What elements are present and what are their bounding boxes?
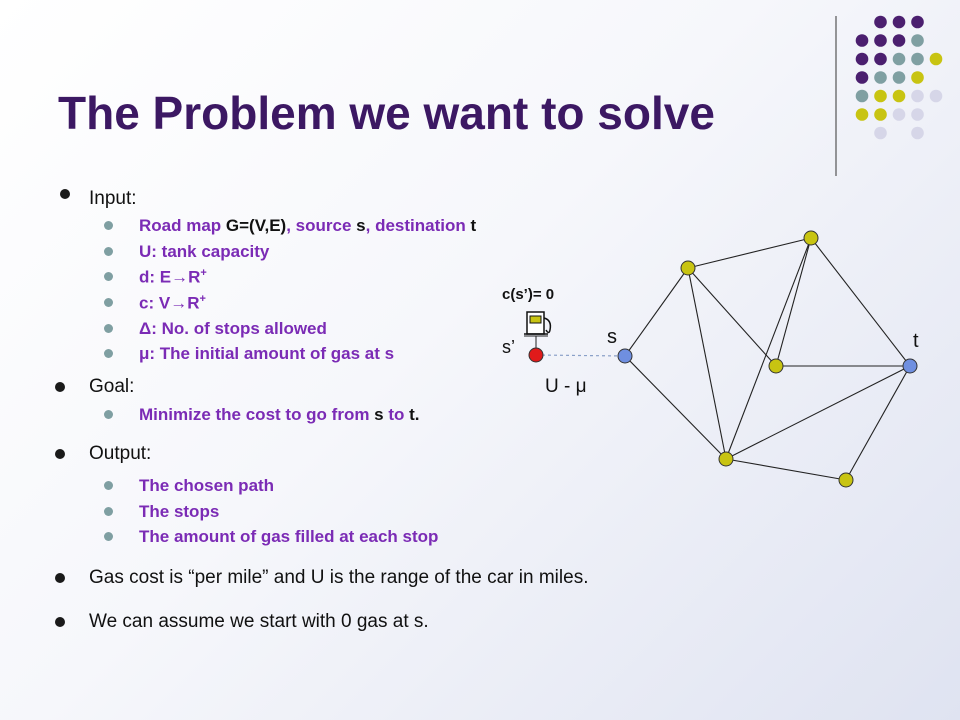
node bbox=[718, 451, 734, 467]
bullet-dot bbox=[60, 189, 70, 199]
sub-bullet-dot bbox=[104, 349, 113, 358]
decor-dot bbox=[911, 34, 924, 47]
sub-bullet-dot bbox=[104, 507, 113, 516]
bullet-dot bbox=[55, 382, 65, 392]
edge bbox=[775, 237, 812, 367]
node bbox=[768, 358, 784, 374]
graph-edges bbox=[624, 237, 911, 481]
decor-dot bbox=[874, 108, 887, 121]
output-label: Output: bbox=[89, 443, 152, 464]
decor-dot bbox=[911, 71, 924, 84]
decor-dot bbox=[911, 15, 924, 29]
edge bbox=[725, 237, 812, 460]
input-item-initial-gas: μ: The initial amount of gas at s bbox=[139, 344, 395, 363]
decor-dot bbox=[892, 15, 906, 29]
s-label: s bbox=[607, 326, 617, 348]
edge bbox=[624, 355, 727, 460]
node bbox=[680, 260, 696, 276]
sub-bullet-dot bbox=[104, 247, 113, 256]
decor-dot bbox=[892, 89, 906, 103]
decor-dot bbox=[874, 126, 887, 140]
decor-dot bbox=[929, 52, 943, 66]
decor-dot bbox=[874, 15, 887, 29]
gas-pump-icon bbox=[524, 311, 552, 335]
edge bbox=[845, 365, 911, 481]
slide-title: The Problem we want to solve bbox=[58, 87, 715, 139]
node bbox=[803, 230, 819, 246]
input-item-cost: c: V→R+ bbox=[139, 293, 206, 313]
edge bbox=[725, 458, 847, 481]
start-text: We can assume we start with 0 gas at s. bbox=[89, 611, 429, 632]
decor-dot bbox=[911, 89, 924, 103]
goal-item: Minimize the cost to go from s to t. bbox=[139, 405, 420, 424]
edge bbox=[624, 267, 689, 357]
t-label: t bbox=[913, 330, 919, 352]
decor-dot bbox=[874, 71, 887, 84]
sub-bullet-dot bbox=[104, 272, 113, 281]
edge bbox=[687, 267, 777, 367]
decorative-dot-grid bbox=[835, 15, 943, 176]
sub-bullet-dot bbox=[104, 298, 113, 307]
edge bbox=[810, 237, 911, 367]
input-item-stops: Δ: No. of stops allowed bbox=[139, 319, 327, 338]
sub-bullet-dot bbox=[104, 221, 113, 230]
decor-dot bbox=[874, 89, 887, 103]
output-item-stops: The stops bbox=[139, 502, 220, 521]
graph-nodes bbox=[528, 230, 918, 488]
sub-bullet-dot bbox=[104, 532, 113, 541]
decor-dot bbox=[874, 52, 887, 66]
decor-dot bbox=[911, 108, 924, 121]
bullet-dot bbox=[55, 573, 65, 583]
edge bbox=[687, 267, 727, 460]
input-label: Input: bbox=[89, 188, 137, 209]
decor-dot bbox=[892, 108, 906, 121]
sub-bullet-dot bbox=[104, 410, 113, 419]
node-s bbox=[617, 348, 633, 364]
node-s-prime bbox=[528, 347, 544, 363]
decor-dot bbox=[911, 126, 924, 140]
edge bbox=[687, 237, 812, 269]
node-t bbox=[902, 358, 918, 374]
bullet-dot bbox=[55, 449, 65, 459]
bullet-dot bbox=[55, 617, 65, 627]
output-item-gas-filled: The amount of gas filled at each stop bbox=[139, 527, 439, 546]
decor-dot bbox=[874, 34, 887, 47]
goal-label: Goal: bbox=[89, 376, 135, 397]
decor-dot bbox=[855, 89, 869, 103]
decor-dot bbox=[892, 71, 906, 84]
edge-label-u-minus-mu: U - μ bbox=[545, 376, 587, 397]
gas-cost-text: Gas cost is “per mile” and U is the rang… bbox=[89, 567, 589, 588]
decor-dot bbox=[929, 89, 943, 103]
decor-dot bbox=[855, 71, 869, 84]
decor-dot bbox=[855, 52, 869, 66]
decor-dot bbox=[911, 52, 924, 66]
sub-bullet-dot bbox=[104, 481, 113, 490]
cost-label: c(s’)= 0 bbox=[502, 286, 555, 303]
node bbox=[838, 472, 854, 488]
output-item-path: The chosen path bbox=[139, 476, 275, 495]
decor-dot bbox=[855, 108, 869, 121]
dashed-edge-s-prime-to-s bbox=[535, 354, 626, 357]
decor-dot bbox=[855, 34, 869, 47]
decor-dot bbox=[892, 34, 906, 47]
sub-bullet-dot bbox=[104, 324, 113, 333]
s-prime-label: s’ bbox=[502, 337, 515, 357]
input-item-distance: d: E→R+ bbox=[139, 267, 207, 287]
decor-dot bbox=[892, 52, 906, 66]
input-item-tank-capacity: U: tank capacity bbox=[139, 242, 270, 261]
input-item-road-map: Road map G=(V,E), source s, destination … bbox=[139, 216, 477, 235]
edge bbox=[725, 365, 911, 460]
